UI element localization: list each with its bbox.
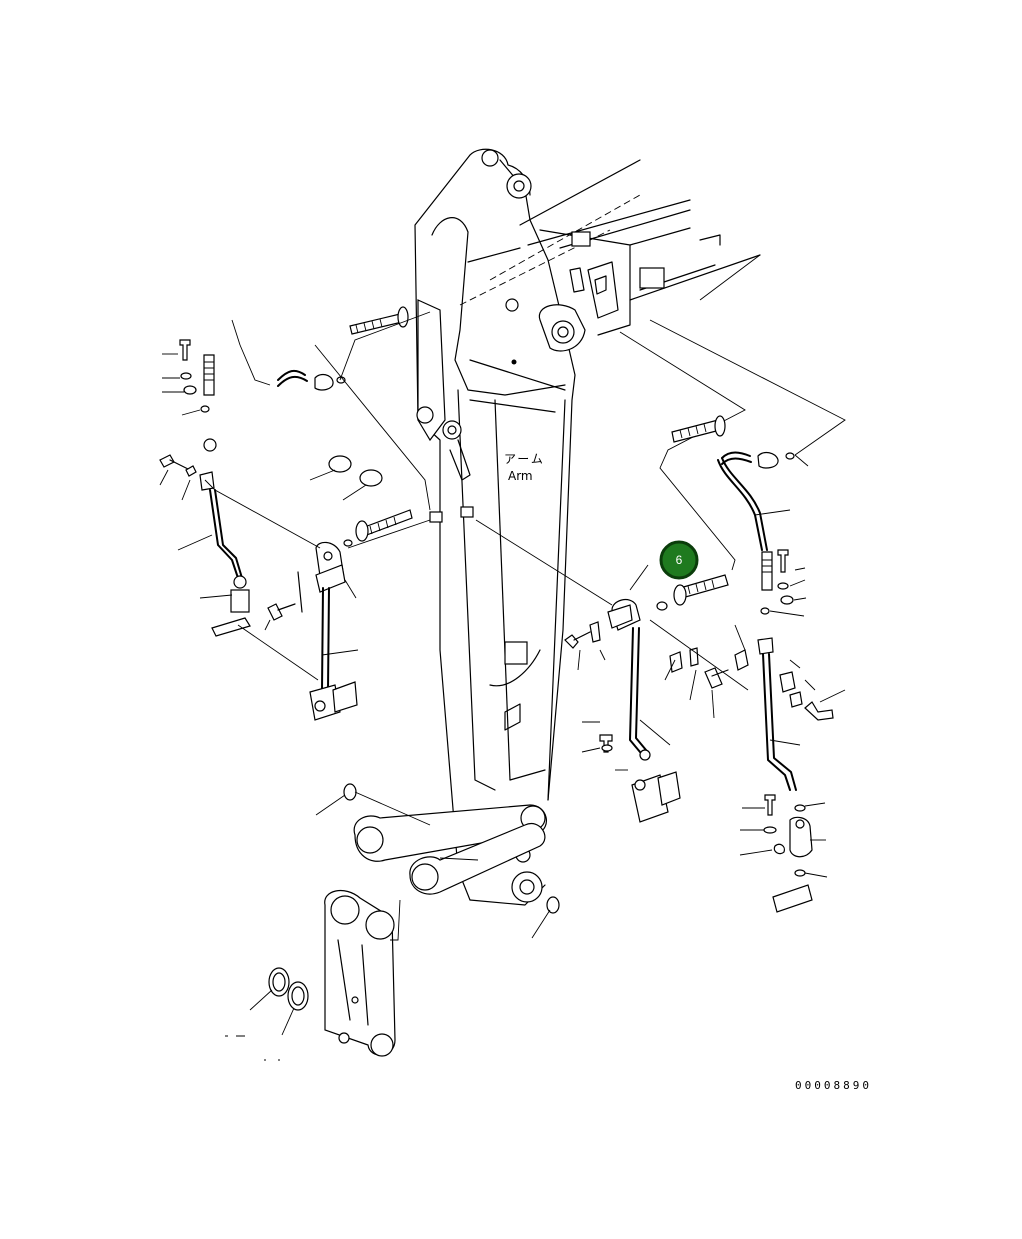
drawing-number: 00008890 — [795, 1079, 872, 1092]
callout-6-number: 6 — [676, 553, 683, 567]
arm-label-en: Arm — [508, 469, 533, 483]
arm-body — [414, 148, 586, 906]
right-hose-assembly — [475, 254, 846, 913]
bucket-link-assembly — [324, 804, 547, 1057]
boom-end — [459, 159, 761, 336]
loose-washers — [225, 783, 560, 1061]
callout-6[interactable]: 6 — [659, 540, 699, 580]
arm-label-jp: アーム — [504, 452, 545, 466]
left-hose-assembly — [159, 306, 474, 721]
